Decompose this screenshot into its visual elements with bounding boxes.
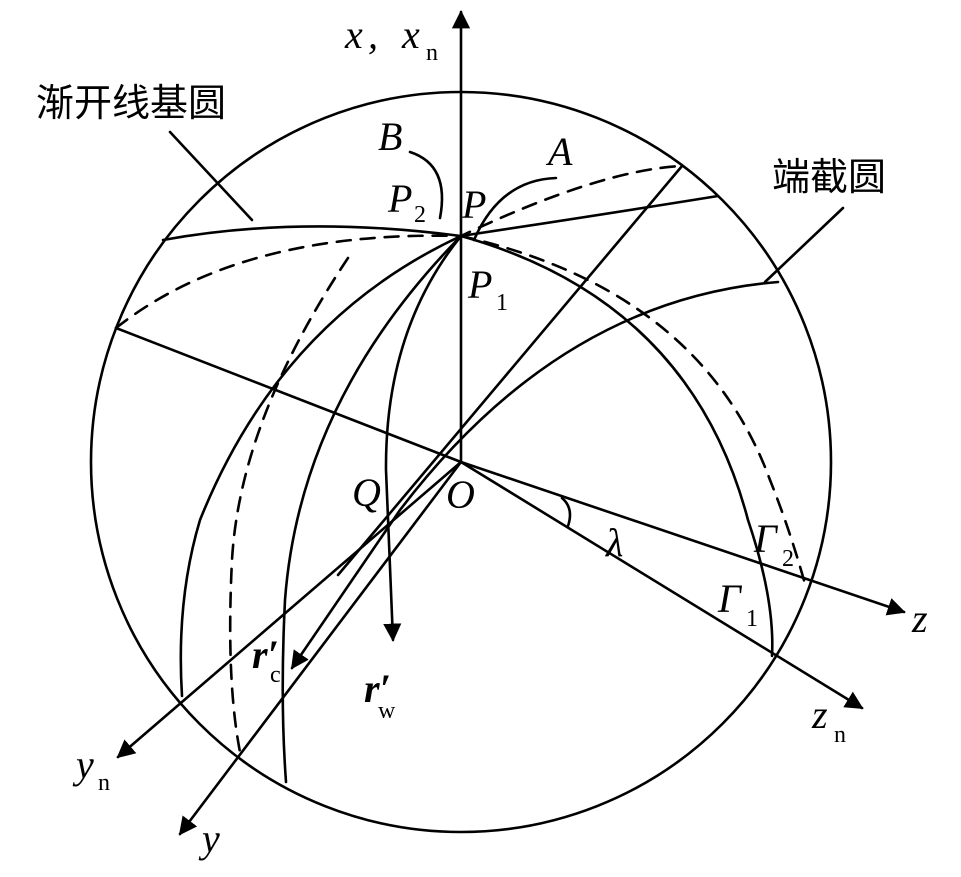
yn-axis	[116, 460, 463, 759]
label-rw: r′	[364, 666, 391, 711]
label-x-sep: ,	[368, 12, 378, 57]
label-zn-sub: n	[834, 722, 846, 748]
label-end-section-circle: 端截圆	[772, 155, 886, 199]
label-A: A	[545, 129, 573, 174]
base-circle-leader	[168, 130, 254, 222]
end-section-leader	[763, 206, 845, 284]
label-P1: P	[467, 262, 492, 307]
arc-rc	[290, 280, 780, 670]
zn-axis	[459, 460, 864, 710]
label-rc-sub: c	[270, 662, 281, 688]
label-z: z	[911, 596, 928, 641]
end-section-circle-dashed	[114, 164, 684, 330]
label-rc: r′	[252, 632, 279, 677]
label-xn-sub: n	[426, 40, 438, 66]
label-P: P	[461, 182, 486, 227]
y-axis	[178, 460, 463, 836]
end-section-circle-right-dashed	[459, 234, 807, 586]
label-involute-base-circle: 渐开线基圆	[36, 81, 226, 125]
label-gamma1: Γ	[717, 576, 743, 621]
label-O: O	[446, 472, 475, 517]
arc-P-rw	[383, 234, 463, 642]
label-x: x	[344, 12, 363, 57]
arc-P-to-bottom	[281, 234, 463, 784]
label-P1-sub: 1	[496, 290, 508, 316]
arc-P-to-Gamma1	[459, 234, 774, 658]
label-gamma2-sub: 2	[782, 546, 794, 572]
label-B: B	[378, 114, 402, 159]
label-xn: x	[401, 12, 420, 57]
diameter-line	[114, 326, 463, 464]
label-y: y	[198, 816, 220, 861]
label-yn-sub: n	[98, 770, 110, 796]
arc-A	[472, 176, 558, 242]
z-axis	[459, 460, 906, 616]
label-yn: y	[72, 742, 94, 787]
label-lambda: λ	[605, 520, 623, 565]
angle-lambda-arc	[560, 496, 572, 528]
label-Q: Q	[352, 470, 381, 515]
label-gamma1-sub: 1	[746, 606, 758, 632]
label-rw-sub: w	[378, 698, 396, 724]
chord-line-A	[336, 164, 684, 577]
end-section-circle-left-dashed	[228, 256, 350, 754]
label-gamma2: Γ	[753, 516, 779, 561]
label-zn: z	[811, 692, 828, 737]
label-P2-sub: 2	[414, 202, 426, 228]
arc-B	[408, 150, 444, 220]
label-P2: P	[387, 176, 412, 221]
arc-P-to-yn	[179, 234, 463, 698]
